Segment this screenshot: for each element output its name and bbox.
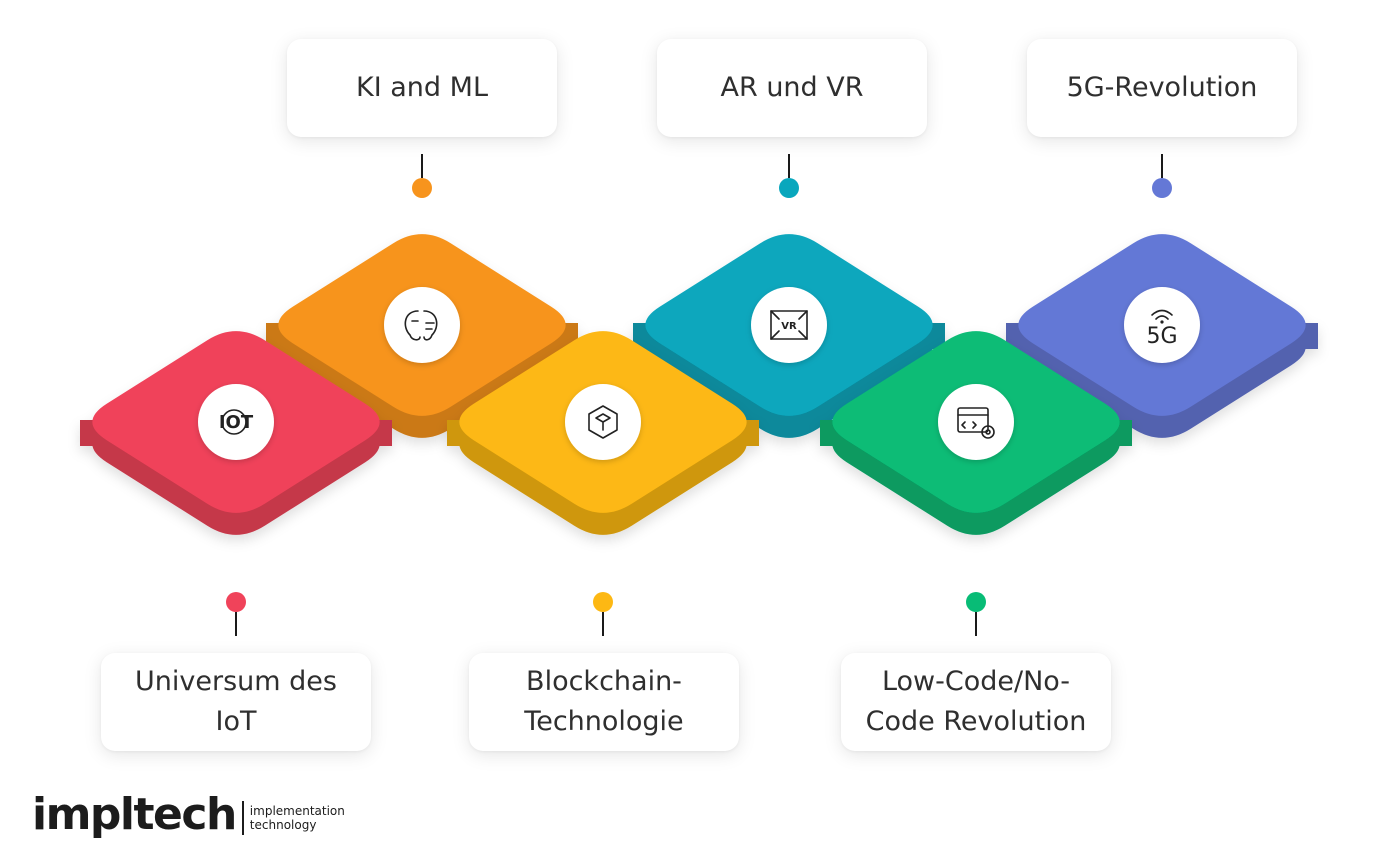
- connector-ki: [412, 154, 432, 198]
- dot-iot: [226, 592, 246, 612]
- label-5g-revolution: 5G-Revolution: [1027, 39, 1297, 137]
- label-ki-ml: KI and ML: [287, 39, 557, 137]
- vr-icon: VR: [751, 287, 827, 363]
- cube-icon: [565, 384, 641, 460]
- logo-tagline: implementation technology: [250, 804, 345, 832]
- logo-wordmark: impltech: [32, 789, 237, 840]
- label-ar-vr: AR und VR: [657, 39, 927, 137]
- connector-blockchain: [593, 592, 613, 636]
- dot-ki: [412, 178, 432, 198]
- connector-iot: [226, 592, 246, 636]
- brain-icon: [384, 287, 460, 363]
- connector-5g: [1152, 154, 1172, 198]
- logo-divider: [241, 801, 244, 835]
- dot-5g: [1152, 178, 1172, 198]
- logo-tagline-line1: implementation: [249, 804, 345, 818]
- impltech-logo: impltech implementation technology: [32, 790, 345, 840]
- dot-blockchain: [593, 592, 613, 612]
- label-blockchain: Blockchain-Technologie: [469, 653, 739, 751]
- dot-arvr: [779, 178, 799, 198]
- connector-arvr: [779, 154, 799, 198]
- code-gear-icon: [938, 384, 1014, 460]
- dot-lowcode: [966, 592, 986, 612]
- 5g-icon: 5G: [1124, 287, 1200, 363]
- iot-icon: IOT: [198, 384, 274, 460]
- label-low-code: Low-Code/No-Code Revolution: [841, 653, 1111, 751]
- label-iot: Universum des IoT: [101, 653, 371, 751]
- svg-text:5G: 5G: [1146, 324, 1177, 349]
- connector-lowcode: [966, 592, 986, 636]
- logo-tagline-line2: technology: [249, 818, 317, 832]
- svg-text:VR: VR: [781, 321, 797, 332]
